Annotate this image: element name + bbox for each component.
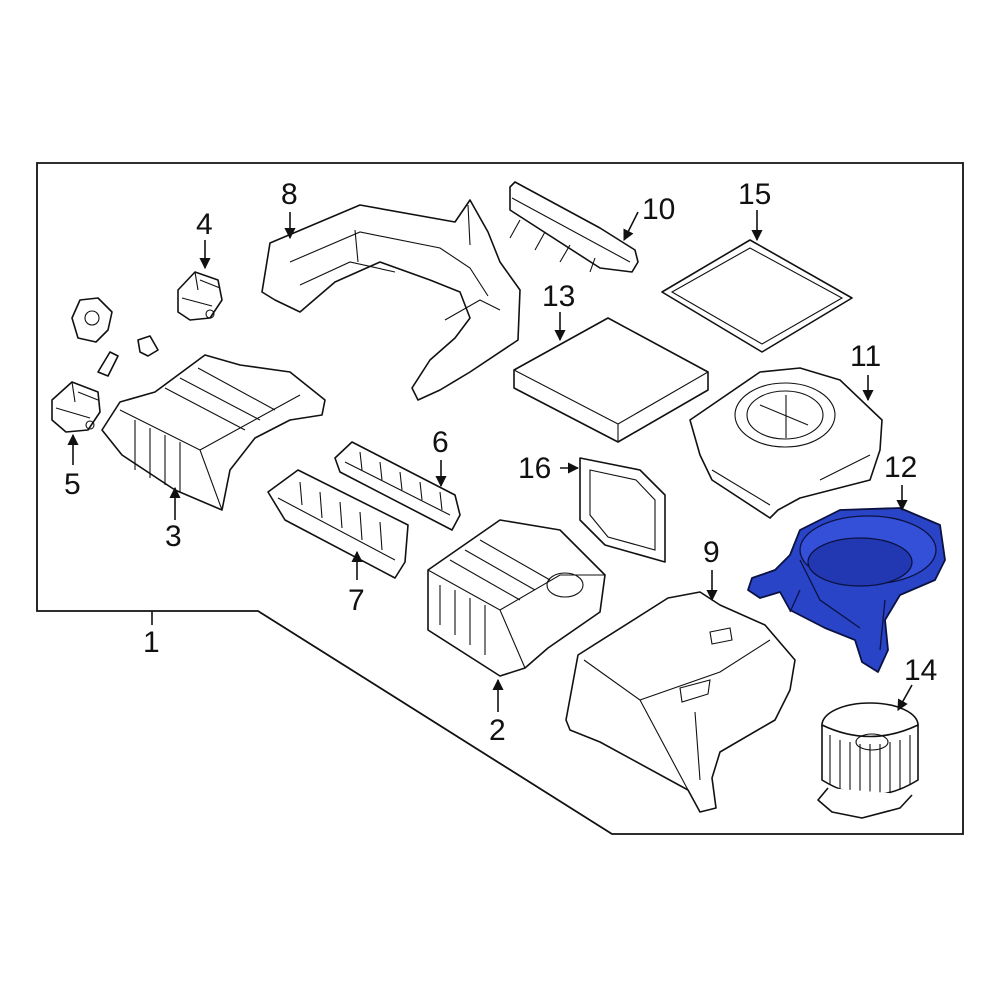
callout-14: 14	[904, 654, 937, 687]
part-3-distribution-duct[interactable]	[101, 354, 326, 511]
callout-labels: 8 4 10 15 13 11 12 14 9 16 6 7 3 5 2 1	[64, 178, 937, 747]
callout-1: 1	[143, 626, 160, 659]
part-14-blower-motor[interactable]	[817, 702, 919, 819]
part-7-door[interactable]	[267, 469, 409, 579]
callout-4: 4	[196, 208, 213, 241]
callout-3: 3	[165, 520, 182, 553]
part-10-defrost-door[interactable]	[509, 181, 639, 273]
part-15-filter-frame[interactable]	[661, 239, 853, 353]
part-11-intake-housing[interactable]	[689, 367, 883, 519]
callout-2: 2	[489, 714, 506, 747]
callout-13: 13	[542, 280, 575, 313]
part-2-heater-case[interactable]	[427, 519, 606, 677]
part-4-actuator[interactable]	[177, 271, 223, 321]
callout-7: 7	[348, 584, 365, 617]
callout-5: 5	[64, 468, 81, 501]
callout-12: 12	[884, 451, 917, 484]
part-9-lower-case[interactable]	[565, 591, 796, 813]
callout-8: 8	[281, 178, 298, 211]
callout-9: 9	[703, 536, 720, 569]
leader-lines	[67, 210, 913, 712]
callout-15: 15	[738, 178, 771, 211]
callout-10: 10	[642, 193, 675, 226]
bracket-parts	[71, 297, 159, 377]
assembly-frame	[36, 162, 964, 835]
part-13-cabin-filter[interactable]	[513, 317, 709, 443]
part-12-blower-case[interactable]	[747, 507, 946, 673]
callout-16: 16	[518, 452, 551, 485]
part-16-seal[interactable]	[579, 457, 666, 563]
part-8-upper-housing[interactable]	[261, 199, 521, 401]
part-6-door[interactable]	[334, 441, 461, 531]
callout-11: 11	[850, 340, 881, 373]
part-5-actuator[interactable]	[51, 381, 101, 433]
callout-6: 6	[432, 426, 449, 459]
